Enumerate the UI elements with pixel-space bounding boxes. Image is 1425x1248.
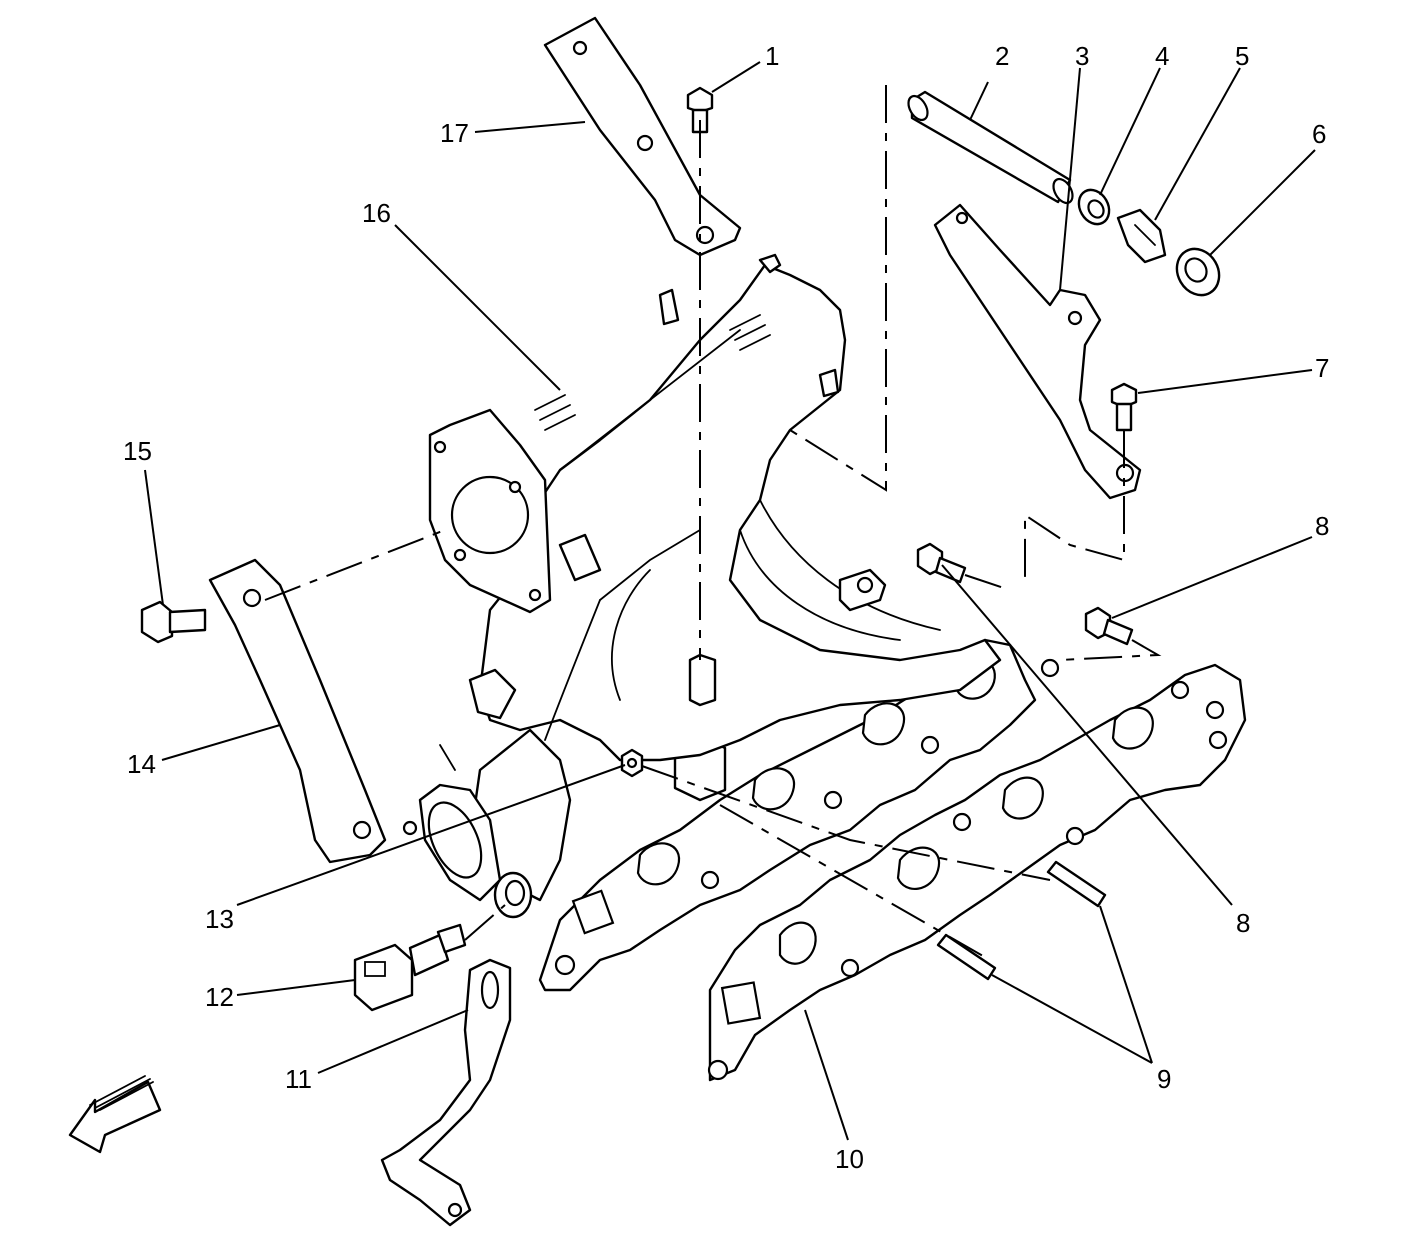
callout-3: 3 xyxy=(1075,41,1089,71)
manifold-gasket xyxy=(707,663,1247,1082)
stud-9-lower xyxy=(936,933,997,981)
leader-lines xyxy=(144,61,1316,1141)
callout-8-upper: 8 xyxy=(1315,511,1329,541)
callout-12: 12 xyxy=(205,982,234,1012)
callout-13: 13 xyxy=(205,904,234,934)
callout-4: 4 xyxy=(1155,41,1169,71)
callout-2: 2 xyxy=(995,41,1009,71)
callout-5: 5 xyxy=(1235,41,1249,71)
water-outlet xyxy=(493,871,533,919)
callout-11: 11 xyxy=(285,1064,312,1094)
callout-16: 16 xyxy=(362,198,391,228)
callout-1: 1 xyxy=(765,41,779,71)
callout-15: 15 xyxy=(123,436,152,466)
bolt-15 xyxy=(140,600,207,644)
intake-manifold-body xyxy=(402,253,1002,902)
pcv-valve xyxy=(1116,208,1167,264)
callout-7: 7 xyxy=(1315,353,1329,383)
vacuum-hose xyxy=(907,90,1074,205)
support-bracket-14 xyxy=(208,558,387,864)
upper-bracket xyxy=(543,16,742,257)
front-direction-arrow-icon xyxy=(68,1075,162,1154)
temperature-sensor xyxy=(353,923,467,1012)
support-bracket-11 xyxy=(380,958,512,1227)
callout-14: 14 xyxy=(127,749,156,779)
nut-13 xyxy=(620,748,644,778)
grommet xyxy=(1175,247,1221,297)
right-bracket xyxy=(933,203,1142,500)
callout-6: 6 xyxy=(1312,119,1326,149)
alignment-lines xyxy=(264,85,1162,961)
callout-labels: 1 2 3 4 5 6 7 8 8 9 10 11 12 13 14 15 16… xyxy=(123,41,1329,1174)
bolt-8-lower xyxy=(1084,606,1134,646)
callout-8-lower: 8 xyxy=(1236,908,1250,938)
callout-9: 9 xyxy=(1157,1064,1171,1094)
bolt-7 xyxy=(1110,382,1138,432)
bolt-8-upper xyxy=(916,542,967,584)
callout-10: 10 xyxy=(835,1144,864,1174)
stud-9-upper xyxy=(1046,860,1107,908)
callout-17: 17 xyxy=(440,118,469,148)
hose-clamp xyxy=(1077,188,1111,226)
